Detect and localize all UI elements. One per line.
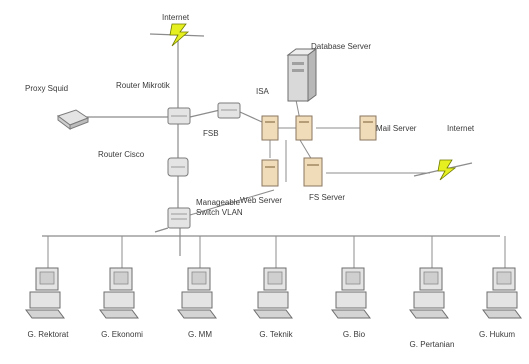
workstation-icon bbox=[25, 236, 65, 319]
label-router-mikrotik: Router Mikrotik bbox=[116, 81, 170, 90]
label-mail-server: Mail Server bbox=[376, 124, 417, 133]
client-label: G. MM bbox=[188, 330, 212, 339]
label-isa: ISA bbox=[256, 87, 269, 96]
link-fsb-isa bbox=[239, 111, 263, 123]
link-server-e bbox=[299, 139, 313, 161]
label-internet-right: Internet bbox=[447, 124, 475, 133]
client-label: G. Hukum bbox=[478, 330, 515, 339]
workstation-icon bbox=[99, 236, 139, 319]
link-switch-server bbox=[189, 189, 275, 216]
label-fs-server: FS Server bbox=[309, 193, 346, 202]
workstation-icon bbox=[331, 236, 371, 319]
mail-server-icon bbox=[359, 115, 377, 141]
router-mikrotik-icon bbox=[167, 107, 191, 125]
proxy-device-icon bbox=[56, 109, 90, 130]
fsb-icon bbox=[217, 102, 241, 119]
label-switch-vlan: Manageable Switch VLAN bbox=[196, 198, 243, 217]
internet-top-icon bbox=[149, 23, 205, 47]
database-server-icon bbox=[286, 48, 318, 102]
router-cisco-icon bbox=[167, 157, 189, 177]
link-router-fsb bbox=[189, 109, 221, 118]
client-label: G. Teknik bbox=[259, 330, 293, 339]
link-switch-bus-top bbox=[154, 227, 169, 233]
fs-server-icon bbox=[303, 157, 323, 187]
label-internet-top: Internet bbox=[162, 13, 190, 22]
client-label: G. Rektorat bbox=[27, 330, 69, 339]
client-label: G. Pertanian bbox=[409, 340, 455, 349]
switch-vlan-icon bbox=[167, 207, 191, 229]
workstation-icon bbox=[177, 236, 217, 319]
client-layer bbox=[25, 235, 522, 319]
label-router-cisco: Router Cisco bbox=[98, 150, 145, 159]
label-fsb: FSB bbox=[203, 129, 219, 138]
label-proxy-squid: Proxy Squid bbox=[25, 84, 69, 93]
server-icon-2 bbox=[295, 115, 313, 141]
isa-server-icon bbox=[261, 115, 279, 141]
workstation-icon bbox=[253, 236, 293, 319]
network-links bbox=[82, 40, 430, 256]
label-database-server: Database Server bbox=[311, 42, 372, 51]
label-web-server: Web Server bbox=[240, 196, 283, 205]
workstation-icon bbox=[482, 236, 522, 319]
client-label: G. Ekonomi bbox=[101, 330, 143, 339]
client-label: G. Bio bbox=[342, 330, 366, 339]
workstation-icon bbox=[409, 236, 449, 319]
web-server-icon bbox=[261, 159, 279, 187]
internet-right-icon bbox=[413, 159, 473, 181]
